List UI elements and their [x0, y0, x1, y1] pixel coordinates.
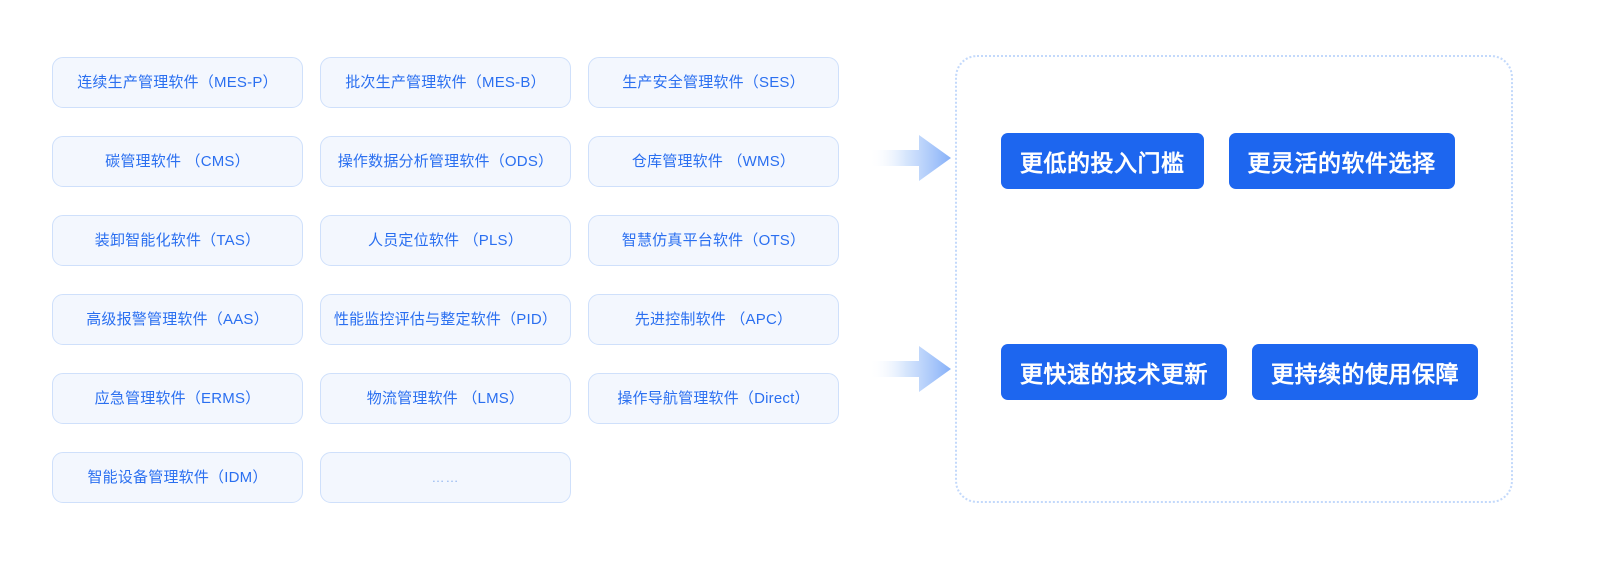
- benefit-row-1: 更低的投入门槛 更灵活的软件选择: [1001, 133, 1491, 189]
- software-card[interactable]: ……: [320, 452, 571, 503]
- software-card-label: 应急管理软件（ERMS）: [94, 389, 261, 407]
- software-card[interactable]: 高级报警管理软件（AAS）: [52, 294, 303, 345]
- software-card[interactable]: 操作数据分析管理软件（ODS）: [320, 136, 571, 187]
- software-card-label: 性能监控评估与整定软件（PID）: [333, 310, 558, 328]
- software-card[interactable]: 连续生产管理软件（MES-P）: [52, 57, 303, 108]
- software-card[interactable]: 装卸智能化软件（TAS）: [52, 215, 303, 266]
- software-card-label: 仓库管理软件 （WMS）: [631, 152, 796, 170]
- software-card-empty: [588, 452, 839, 503]
- software-card[interactable]: 智慧仿真平台软件（OTS）: [588, 215, 839, 266]
- software-card[interactable]: 应急管理软件（ERMS）: [52, 373, 303, 424]
- benefit-chip[interactable]: 更灵活的软件选择: [1228, 133, 1455, 189]
- software-card-label: 生产安全管理软件（SES）: [622, 73, 805, 91]
- software-card[interactable]: 批次生产管理软件（MES-B）: [320, 57, 571, 108]
- software-card-label: 先进控制软件 （APC）: [634, 310, 793, 328]
- software-card-label: 批次生产管理软件（MES-B）: [345, 73, 546, 91]
- software-card[interactable]: 人员定位软件 （PLS）: [320, 215, 571, 266]
- benefit-chip-label: 更灵活的软件选择: [1247, 150, 1436, 176]
- software-card[interactable]: 碳管理软件 （CMS）: [52, 136, 303, 187]
- software-card-ellipsis-label: ……: [431, 469, 460, 485]
- benefit-chip[interactable]: 更快速的技术更新: [1001, 344, 1227, 400]
- benefit-chip-label: 更快速的技术更新: [1020, 361, 1208, 387]
- benefit-chip-label: 更低的投入门槛: [1020, 150, 1185, 176]
- software-card-label: 装卸智能化软件（TAS）: [94, 231, 261, 249]
- flow-arrow-bottom-icon: [867, 341, 953, 397]
- benefit-chip[interactable]: 更低的投入门槛: [1001, 133, 1204, 189]
- software-card[interactable]: 智能设备管理软件（IDM）: [52, 452, 303, 503]
- software-card-label: 碳管理软件 （CMS）: [105, 152, 250, 170]
- software-card-grid: 连续生产管理软件（MES-P） 批次生产管理软件（MES-B） 生产安全管理软件（S…: [52, 57, 839, 503]
- software-card-label: 操作数据分析管理软件（ODS）: [337, 152, 554, 170]
- software-card-label: 连续生产管理软件（MES-P）: [77, 73, 278, 91]
- benefit-chip-label: 更持续的使用保障: [1271, 361, 1459, 387]
- benefit-chip[interactable]: 更持续的使用保障: [1252, 344, 1478, 400]
- software-card-label: 智能设备管理软件（IDM）: [87, 468, 268, 486]
- benefit-row-2: 更快速的技术更新 更持续的使用保障: [1001, 344, 1491, 400]
- software-card[interactable]: 操作导航管理软件（Direct）: [588, 373, 839, 424]
- software-card[interactable]: 物流管理软件 （LMS）: [320, 373, 571, 424]
- software-card-label: 智慧仿真平台软件（OTS）: [621, 231, 806, 249]
- software-card[interactable]: 仓库管理软件 （WMS）: [588, 136, 839, 187]
- software-card[interactable]: 性能监控评估与整定软件（PID）: [320, 294, 571, 345]
- software-card[interactable]: 先进控制软件 （APC）: [588, 294, 839, 345]
- software-card-label: 操作导航管理软件（Direct）: [617, 389, 810, 407]
- software-card[interactable]: 生产安全管理软件（SES）: [588, 57, 839, 108]
- software-card-label: 物流管理软件 （LMS）: [366, 389, 525, 407]
- software-card-label: 高级报警管理软件（AAS）: [86, 310, 269, 328]
- benefits-panel: 更低的投入门槛 更灵活的软件选择 更快速的技术更新 更持续的使用保障: [955, 55, 1513, 503]
- software-card-label: 人员定位软件 （PLS）: [368, 231, 523, 249]
- flow-arrow-top-icon: [867, 130, 953, 186]
